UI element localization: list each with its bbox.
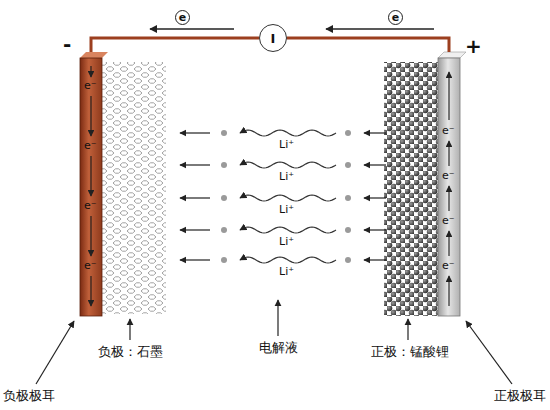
- electron-arrow: [150, 28, 234, 29]
- negative-electrode: -e⁻e⁻e⁻e⁻: [80, 58, 102, 316]
- ion-label: Li⁺: [278, 203, 295, 216]
- electron-symbol: e: [388, 10, 403, 25]
- electron-label: e⁻: [442, 125, 455, 136]
- ion-arrow: [364, 229, 386, 230]
- ion-arrow: [180, 197, 210, 198]
- ion-dot: [221, 162, 227, 168]
- electron-label: e⁻: [442, 260, 455, 271]
- ion-arrow: [364, 164, 386, 165]
- electron-label: e⁻: [84, 200, 97, 211]
- ion-arrow: [364, 132, 386, 133]
- ion-wave: [240, 195, 336, 201]
- ion-dot: [221, 257, 227, 263]
- part-label: 正极极耳: [494, 388, 546, 404]
- ion-arrow: [180, 229, 210, 230]
- negative-collector-top: [80, 52, 108, 58]
- negative-collector: [80, 58, 102, 316]
- electron-label: e⁻: [442, 215, 455, 226]
- part-label: 负极：石墨: [98, 344, 163, 360]
- circuit-wire: [91, 38, 259, 52]
- positive-electrode: +e⁻e⁻e⁻e⁻: [438, 58, 460, 316]
- electron-label: e⁻: [84, 260, 97, 271]
- ion-wave: [240, 162, 336, 168]
- ion-flow: [180, 130, 386, 263]
- ion-arrow: [180, 164, 210, 165]
- ion-dot: [345, 227, 351, 233]
- leader-arrows: [36, 300, 512, 384]
- ion-label: Li⁺: [278, 170, 295, 183]
- part-label: 电解液: [259, 340, 298, 356]
- positive-collector: [438, 58, 460, 316]
- meter-symbol: I: [271, 32, 276, 45]
- ion-arrow: [364, 197, 386, 198]
- ion-label: Li⁺: [278, 235, 295, 248]
- polarity-sign: +: [465, 36, 482, 56]
- ion-dot: [221, 130, 227, 136]
- ion-arrow: [180, 132, 210, 133]
- polarity-sign: -: [63, 34, 71, 54]
- ion-dot: [345, 195, 351, 201]
- electron-label: e⁻: [442, 170, 455, 181]
- ion-dot: [345, 162, 351, 168]
- ion-dot: [221, 195, 227, 201]
- part-label: 正极：锰酸锂: [371, 344, 449, 360]
- ion-wave: [240, 257, 336, 263]
- ion-label: Li⁺: [278, 265, 295, 278]
- graphite-layer: [102, 62, 166, 314]
- electron-label: e⁻: [84, 80, 97, 91]
- positive-collector-top: [438, 52, 466, 58]
- circuit-wire: [287, 38, 449, 52]
- collector-electron-arrows: [91, 66, 449, 306]
- electron-arrow: [326, 28, 434, 29]
- electron-symbol: e: [175, 10, 190, 25]
- ion-dot: [345, 130, 351, 136]
- ion-label: Li⁺: [278, 138, 295, 151]
- ion-dot: [221, 227, 227, 233]
- ion-dot: [345, 257, 351, 263]
- ammeter: I: [259, 24, 287, 52]
- part-label: 负极极耳: [3, 388, 55, 404]
- ion-arrow: [180, 259, 210, 260]
- cathode-layer: [384, 62, 438, 316]
- electron-label: e⁻: [84, 140, 97, 151]
- ion-wave: [240, 227, 336, 233]
- ion-wave: [240, 130, 336, 136]
- ion-arrow: [364, 259, 386, 260]
